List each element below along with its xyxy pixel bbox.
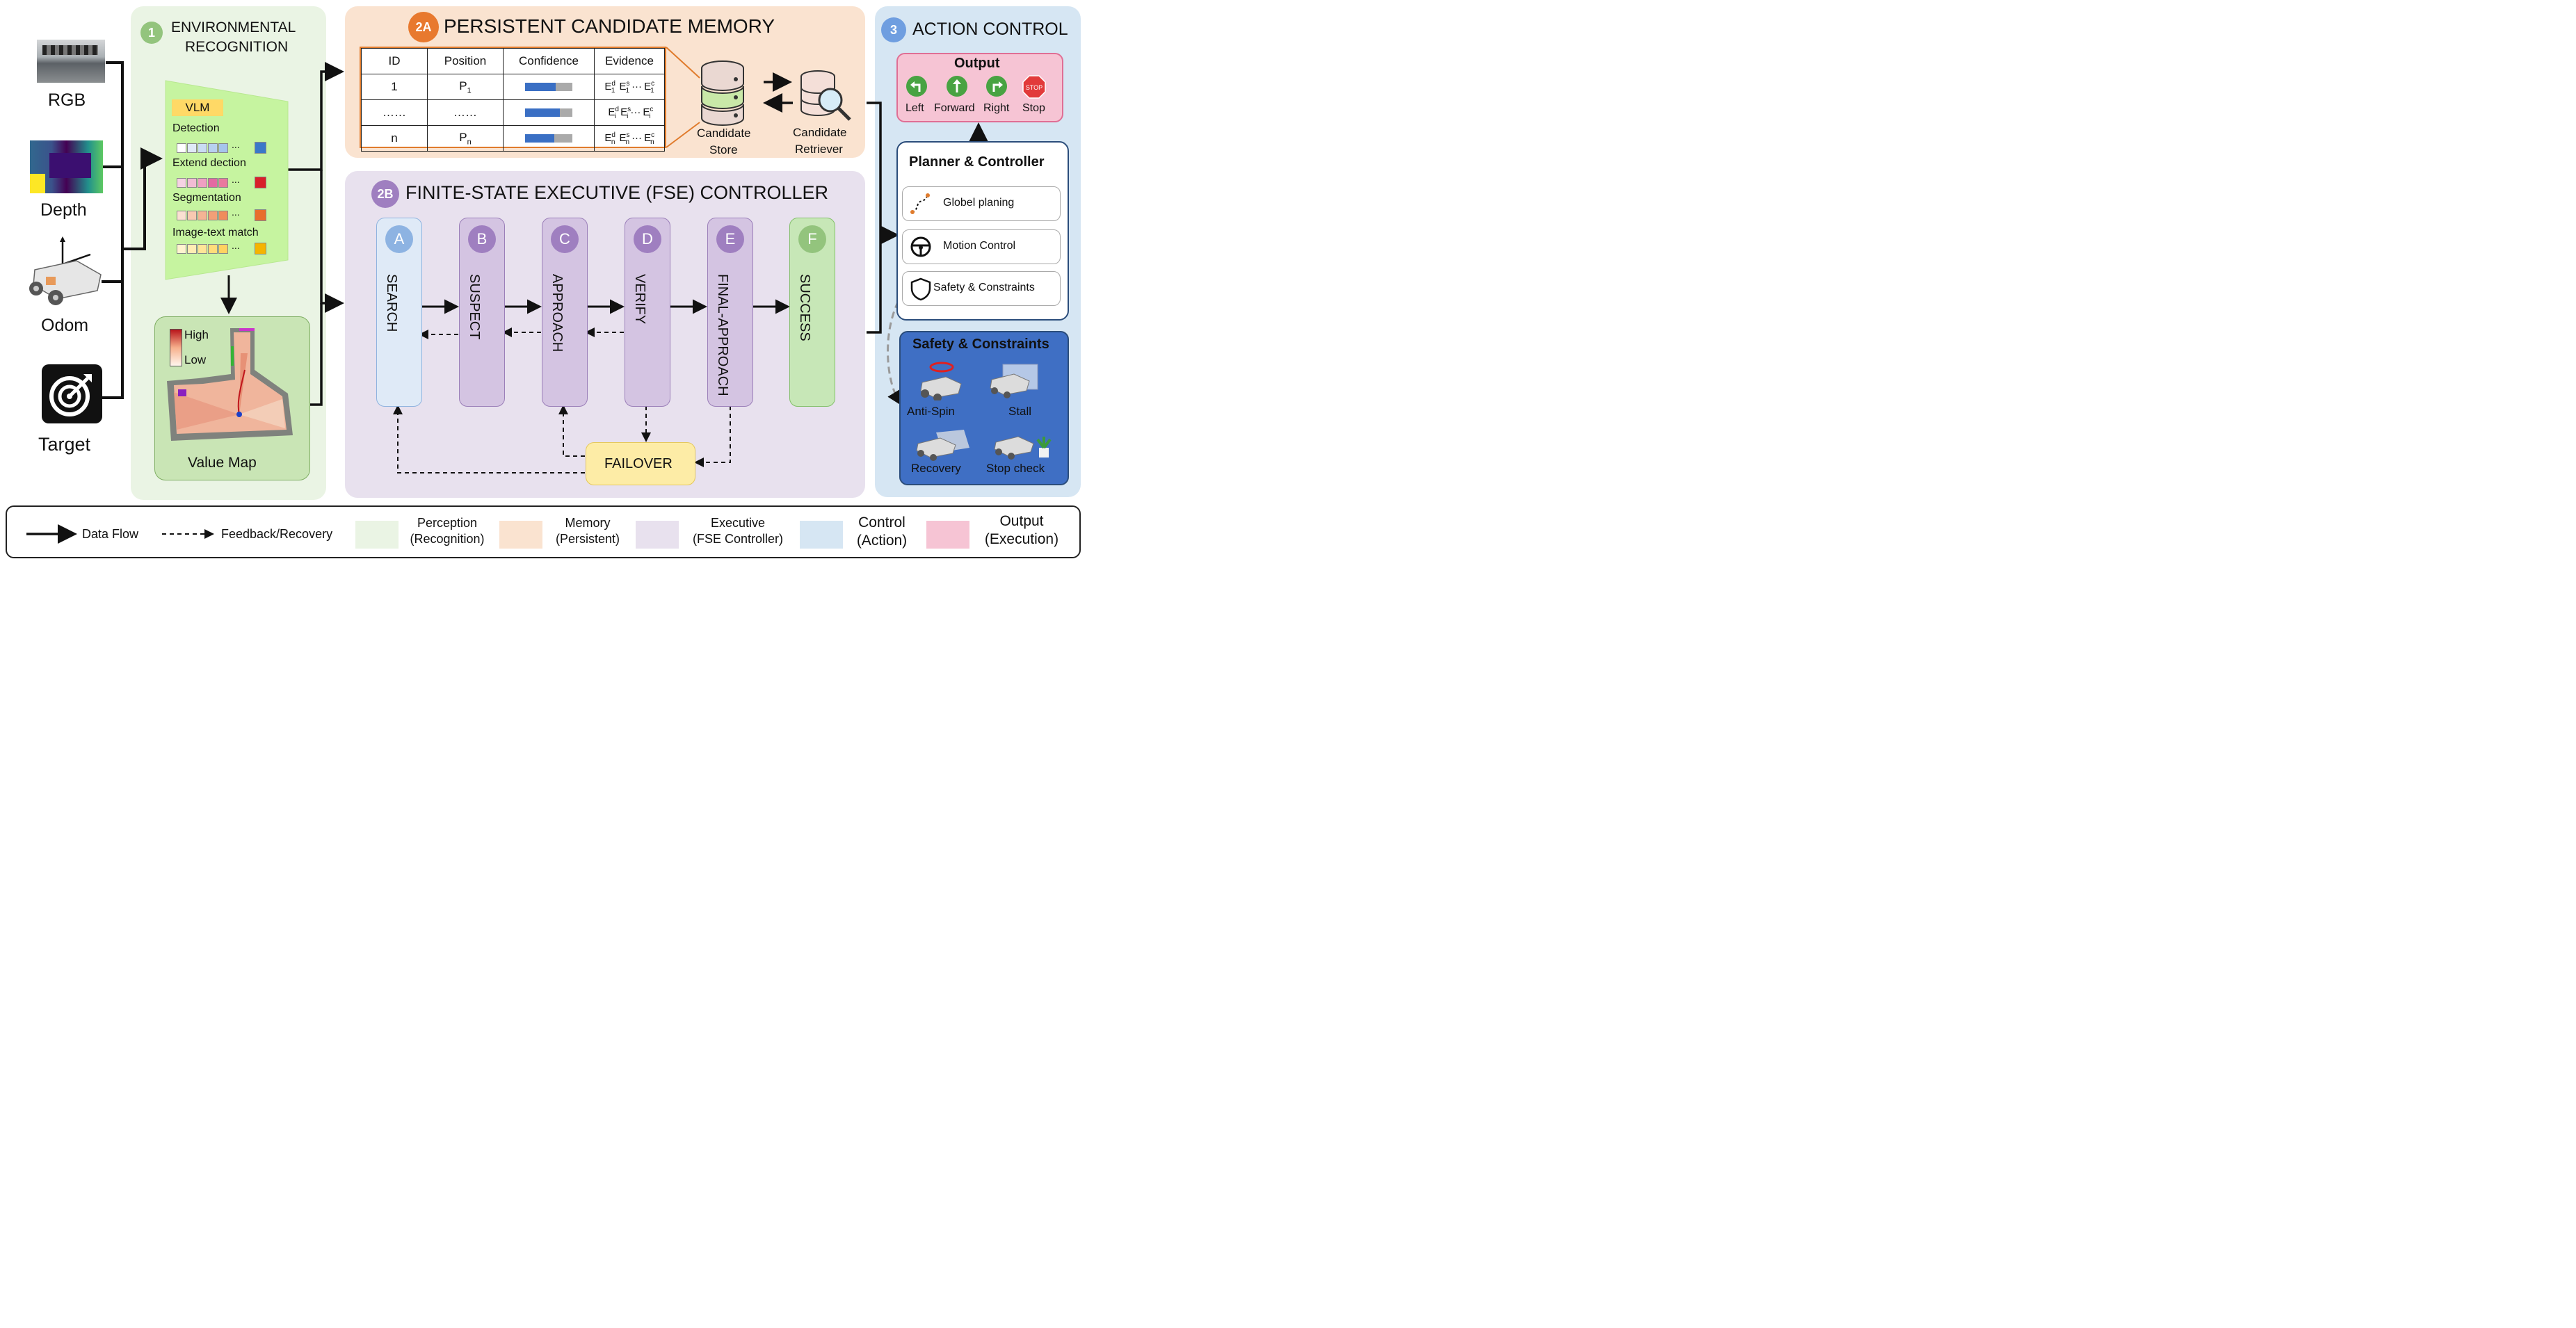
stall-label: Stall — [1008, 405, 1032, 418]
steering-wheel-icon — [910, 236, 931, 257]
depth-image — [30, 140, 103, 193]
state-success: F SUCCESS — [789, 218, 835, 407]
shield-icon — [910, 277, 931, 301]
anti-spin-label: Anti-Spin — [907, 405, 955, 418]
rgb-image — [37, 40, 105, 83]
value-map-low: Low — [184, 353, 207, 366]
legend-executive-swatch — [636, 521, 679, 549]
image-text-label: Image-text match — [172, 227, 259, 238]
target-icon — [42, 364, 102, 423]
anti-spin-robot-icon — [920, 362, 962, 400]
legend-control-swatch — [800, 521, 843, 549]
col-id: ID — [361, 48, 428, 74]
control-badge: 3 — [881, 17, 906, 42]
planner-title: Planner & Controller — [909, 154, 1045, 170]
safety-item: Safety & Constraints — [902, 271, 1061, 306]
value-map-image — [167, 328, 293, 441]
state-final-approach: E FINAL-APPROACH — [707, 218, 753, 407]
target-label: Target — [38, 434, 91, 455]
output-title: Output — [954, 56, 1000, 71]
control-title: ACTION CONTROL — [912, 19, 1068, 39]
legend-data-flow: Data Flow — [82, 527, 139, 541]
recovery-label: Recovery — [911, 462, 961, 475]
col-position: Position — [427, 48, 504, 74]
output-forward: Forward — [934, 102, 975, 114]
confidence-bar — [525, 108, 572, 117]
memory-title: PERSISTENT CANDIDATE MEMORY — [444, 15, 775, 37]
vlm-label: VLM — [172, 99, 223, 116]
retriever-label-2: Retriever — [795, 143, 843, 156]
path-icon — [910, 193, 930, 214]
odom-label: Odom — [41, 316, 89, 335]
perception-title-line2: RECOGNITION — [185, 39, 289, 55]
state-approach: C APPROACH — [542, 218, 588, 407]
col-confidence: Confidence — [503, 48, 595, 74]
perception-badge: 1 — [140, 22, 163, 44]
depth-label: Depth — [40, 200, 87, 220]
retriever-label-1: Candidate — [793, 126, 847, 139]
flow-arrows — [26, 47, 992, 544]
table-header-row: ID Position Confidence Evidence — [361, 48, 665, 74]
output-stop: Stop — [1022, 102, 1045, 114]
segmentation-label: Segmentation — [172, 192, 241, 204]
global-planning-item: Globel planing — [902, 186, 1061, 221]
stall-robot-icon — [990, 364, 1038, 398]
confidence-bar — [525, 134, 572, 143]
store-label-2: Store — [709, 143, 738, 156]
state-search: A SEARCH — [376, 218, 422, 407]
fse-badge: 2B — [371, 180, 399, 208]
stop-sign-icon: STOP — [1022, 75, 1046, 99]
turn-left-icon — [906, 76, 927, 97]
memory-badge: 2A — [408, 12, 439, 42]
retriever-icon — [800, 70, 851, 121]
output-right: Right — [983, 102, 1010, 114]
memory-table: ID Position Confidence Evidence 1 P1 Ed1… — [361, 48, 665, 152]
rgb-label: RGB — [48, 90, 86, 110]
store-label-1: Candidate — [697, 127, 751, 140]
output-left: Left — [905, 102, 924, 114]
value-map-colorbar — [170, 329, 182, 366]
extend-label: Extend dection — [172, 157, 246, 169]
safety-title: Safety & Constraints — [912, 337, 1049, 352]
legend-control: Control(Action) — [856, 515, 908, 549]
stop-check-robot-icon — [994, 436, 1052, 460]
detection-label: Detection — [172, 122, 220, 134]
value-map-label: Value Map — [188, 455, 257, 471]
legend-feedback: Feedback/Recovery — [221, 527, 333, 541]
svg-text:STOP: STOP — [1026, 84, 1043, 91]
stop-check-label: Stop check — [986, 462, 1045, 475]
legend-memory: Memory(Persistent) — [555, 516, 620, 546]
legend-output: Output(Execution) — [984, 513, 1059, 547]
turn-right-icon — [986, 76, 1007, 97]
legend-memory-swatch — [499, 521, 542, 549]
state-suspect: B SUSPECT — [459, 218, 505, 407]
confidence-bar — [525, 83, 572, 91]
state-verify: D VERIFY — [625, 218, 670, 407]
legend-perception: Perception(Recognition) — [410, 516, 485, 546]
recovery-robot-icon — [916, 430, 969, 461]
legend-box — [6, 505, 1081, 558]
legend-perception-swatch — [355, 521, 399, 549]
fse-title: FINITE-STATE EXECUTIVE (FSE) CONTROLLER — [405, 182, 829, 203]
col-evidence: Evidence — [594, 48, 665, 74]
perception-title-line1: ENVIRONMENTAL — [171, 19, 296, 35]
motion-control-item: Motion Control — [902, 229, 1061, 264]
robot-icon — [29, 236, 102, 305]
forward-icon — [947, 76, 967, 97]
value-map-high: High — [184, 328, 209, 341]
safety-panel — [899, 331, 1069, 485]
database-icon — [701, 60, 744, 126]
legend-executive: Executive(FSE Controller) — [692, 516, 784, 546]
legend-output-swatch — [926, 521, 969, 549]
failover-box: FAILOVER — [586, 442, 695, 485]
